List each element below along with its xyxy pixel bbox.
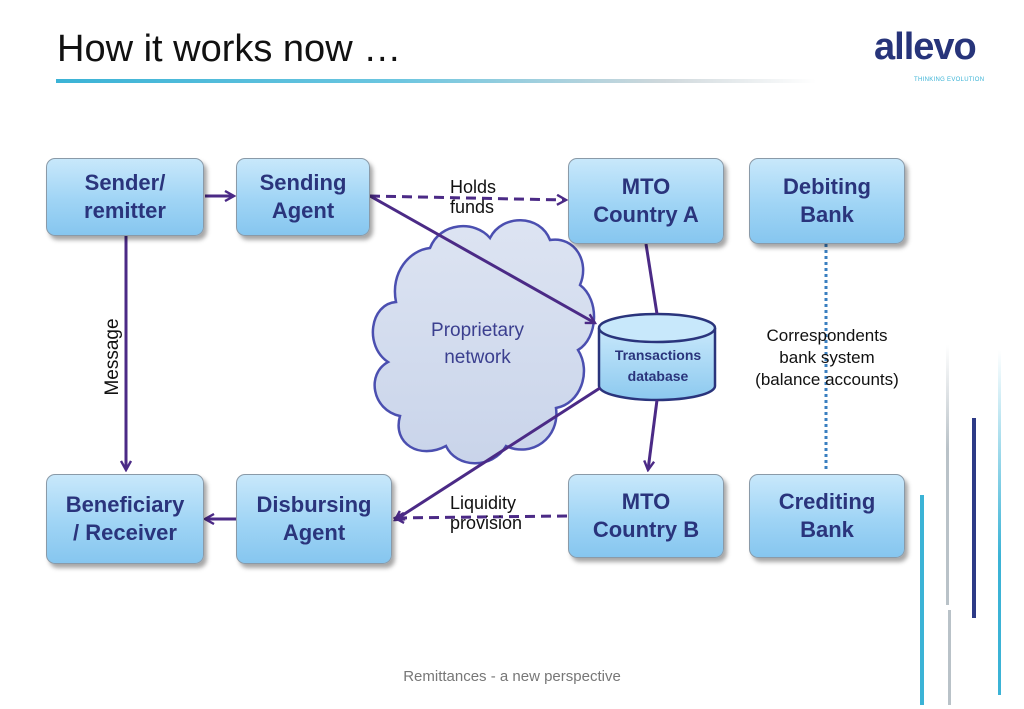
debiting-bank-box: Debiting Bank — [749, 158, 905, 244]
decorative-bar — [946, 345, 949, 605]
logo-wordmark: allevo — [874, 26, 977, 68]
transactions-database-label: Transactions database — [614, 347, 702, 384]
decorative-bar — [972, 418, 976, 618]
disbursing-agent-box: Disbursing Agent — [236, 474, 392, 564]
arrow-database-to-mto-b — [648, 399, 659, 470]
sending-agent-label: Sending Agent — [259, 170, 347, 223]
logo-tagline: THINKING EVOLUTION — [914, 77, 985, 83]
proprietary-network-cloud — [371, 219, 596, 465]
crediting-bank-label: Crediting Bank — [778, 489, 876, 542]
sender-remitter-label: Sender/ remitter — [84, 170, 166, 223]
arrow-holds-funds — [369, 196, 566, 200]
slide-title: How it works now … — [57, 28, 402, 70]
transactions-database-icon — [597, 312, 717, 402]
mto-country-a-label: MTO Country A — [593, 174, 699, 227]
decorative-bar — [948, 610, 951, 705]
beneficiary-receiver-label: Beneficiary / Receiver — [65, 492, 185, 545]
holds-funds-label: Holds funds — [450, 177, 497, 217]
sending-agent-box: Sending Agent — [236, 158, 370, 236]
mto-country-b-label: MTO Country B — [592, 489, 700, 542]
title-underline — [56, 79, 816, 83]
arrow-sending-agent-to-database — [369, 194, 595, 325]
message-label: Message — [102, 318, 123, 396]
beneficiary-receiver-box: Beneficiary / Receiver — [46, 474, 204, 564]
proprietary-network-label: Proprietary network — [431, 320, 524, 368]
arrow-database-to-disbursing-agent — [395, 386, 601, 520]
debiting-bank-label: Debiting Bank — [783, 174, 871, 227]
decorative-bar — [920, 495, 924, 705]
crediting-bank-box: Crediting Bank — [749, 474, 905, 558]
arrow-liquidity-provision — [395, 516, 568, 518]
allevo-logo: allevo THINKING EVOLUTION — [874, 26, 986, 88]
disbursing-agent-label: Disbursing Agent — [256, 492, 372, 545]
decorative-bar — [998, 350, 1001, 695]
sender-remitter-box: Sender/ remitter — [46, 158, 204, 236]
mto-country-b-box: MTO Country B — [568, 474, 724, 558]
slide-footer: Remittances - a new perspective — [403, 668, 621, 685]
mto-country-a-box: MTO Country A — [568, 158, 724, 244]
correspondents-bank-system-label: Correspondents bank system (balance acco… — [755, 326, 899, 389]
liquidity-provision-label: Liquidity provision — [450, 493, 523, 533]
link-mto-a-to-database — [644, 243, 659, 315]
